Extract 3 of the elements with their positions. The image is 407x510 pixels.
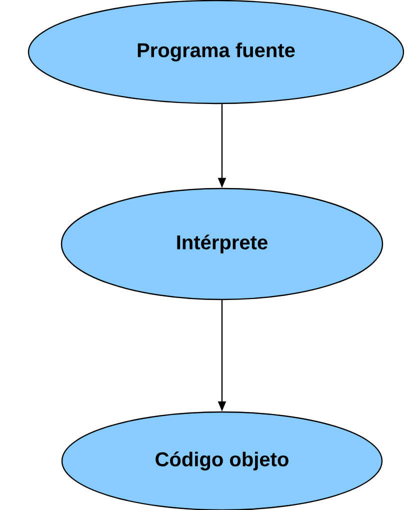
ellipse-node: Programa fuente — [28, 0, 404, 104]
ellipse-node: Intérprete — [60, 188, 384, 300]
ellipse-node: Código objeto — [61, 411, 383, 510]
